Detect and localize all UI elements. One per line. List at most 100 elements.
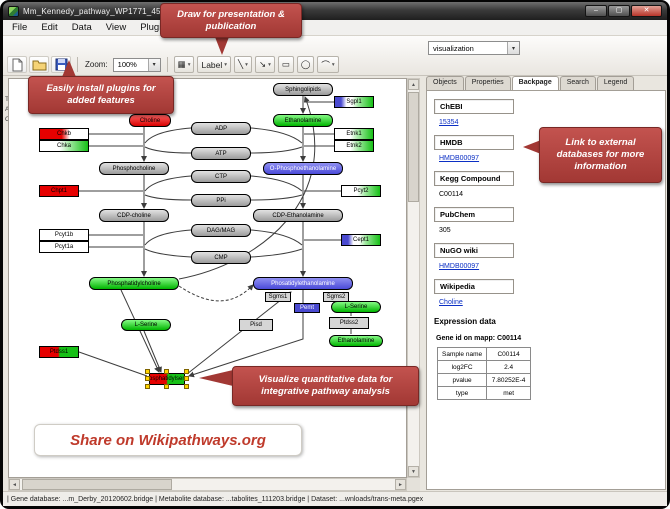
tab-properties[interactable]: Properties [464, 76, 511, 91]
node-ethanolamine-top[interactable]: Ethanolamine [273, 114, 333, 127]
selection-handle[interactable] [164, 384, 169, 389]
toolbar-separator [77, 57, 78, 72]
menu-file[interactable]: File [12, 22, 28, 33]
node-chpt1[interactable]: Chpt1 [39, 185, 79, 197]
section-header: HMDB [434, 135, 514, 150]
section-value[interactable]: HMDB00097 [439, 155, 480, 162]
arc-tool-glyph: ⌒ [321, 59, 330, 70]
node-phosphatidylcholine[interactable]: Phosphatidylcholine [89, 277, 179, 290]
scroll-left-icon[interactable]: ◄ [9, 479, 20, 490]
selection-handle[interactable] [145, 376, 150, 381]
section-value: C00114 [439, 191, 464, 198]
node-pcyt1b[interactable]: Pcyt1b [39, 229, 89, 241]
visualization-combobox[interactable]: visualization ▾ [428, 41, 520, 55]
chevron-down-icon[interactable]: ▾ [147, 58, 160, 71]
selection-handle[interactable] [184, 369, 189, 374]
node-ethanolamine-bottom[interactable]: Ethanolamine [329, 335, 383, 347]
vertical-scrollbar[interactable]: ▲ ▼ [407, 78, 420, 478]
section-value[interactable]: 15354 [439, 119, 459, 126]
zoom-combobox[interactable]: 100% ▾ [112, 57, 161, 72]
callout-draw: Draw for presentation & publication [160, 3, 302, 38]
template-tool-glyph: ▦ [177, 59, 186, 69]
rectangle-tool[interactable]: ▭ [277, 56, 294, 73]
node-cmp[interactable]: CMP [191, 251, 251, 264]
node-etnk2[interactable]: Etnk2 [334, 140, 374, 152]
selection-handle[interactable] [184, 384, 189, 389]
label-tool[interactable]: Label▾ [197, 56, 232, 73]
expression-data-title: Expression data [434, 317, 496, 326]
maximize-button[interactable]: ▢ [608, 5, 630, 17]
chevron-down-icon: ▾ [245, 61, 248, 68]
selection-handle[interactable] [164, 369, 169, 374]
node-dag-mag[interactable]: DAG/MAG [191, 224, 251, 237]
arc-tool[interactable]: ⌒▾ [317, 56, 339, 73]
node-atp[interactable]: ATP [191, 147, 251, 160]
line-tool[interactable]: ╲▾ [234, 56, 252, 73]
node-ctp[interactable]: CTP [191, 170, 251, 183]
scroll-down-icon[interactable]: ▼ [408, 466, 419, 477]
vertical-scroll-thumb[interactable] [408, 92, 419, 202]
new-file-icon [12, 58, 22, 71]
visualization-value: visualization [433, 43, 474, 53]
node-sgms1[interactable]: Sgms1 [265, 292, 291, 302]
tab-legend[interactable]: Legend [596, 76, 635, 91]
title-bar: Mm_Kennedy_pathway_WP1771_45176.gpml – ▢… [3, 2, 667, 20]
arrow-tool[interactable]: ↘▾ [254, 56, 275, 73]
chevron-down-icon: ▾ [187, 61, 191, 68]
section-value[interactable]: Choline [439, 299, 463, 306]
chevron-down-icon: ▾ [224, 61, 228, 68]
node-chka[interactable]: Chka [39, 140, 89, 152]
new-file-button[interactable] [7, 56, 27, 73]
scroll-up-icon[interactable]: ▲ [408, 79, 419, 90]
scroll-right-icon[interactable]: ► [395, 479, 406, 490]
tab-backpage[interactable]: Backpage [511, 76, 559, 91]
menu-view[interactable]: View [105, 22, 127, 33]
template-tool[interactable]: ▦▾ [173, 56, 195, 73]
node-phosphocholine[interactable]: Phosphocholine [99, 162, 169, 175]
node-cdp-choline[interactable]: CDP-choline [99, 209, 169, 222]
ellipse-tool[interactable]: ◯ [296, 56, 315, 73]
selection-handle[interactable] [184, 376, 189, 381]
node-sphingolipids[interactable]: Sphingolipids [273, 83, 333, 96]
node-pemt[interactable]: Pemt [294, 303, 320, 313]
horizontal-scrollbar[interactable]: ◄ ► [8, 478, 407, 491]
node-choline[interactable]: Choline [129, 114, 171, 127]
node-sgpl1[interactable]: Sgpl1 [334, 96, 374, 108]
open-file-button[interactable] [29, 56, 49, 73]
chevron-down-icon[interactable]: ▾ [507, 42, 519, 54]
horizontal-scroll-thumb[interactable] [22, 479, 172, 490]
callout-plugins: Easily install plugins for added feature… [28, 76, 174, 114]
node-phosphatidylethanolamine[interactable]: Phosatidylethanolamine [253, 277, 353, 290]
arrow-tool-glyph: ↘ [258, 59, 267, 69]
node-cept1[interactable]: Cept1 [341, 234, 381, 246]
node-l-serine-right[interactable]: L-Serine [331, 301, 381, 313]
node-pcyt1a[interactable]: Pcyt1a [39, 241, 89, 253]
node-etnk1[interactable]: Etnk1 [334, 128, 374, 140]
node-l-serine-left[interactable]: L-Serine [121, 319, 171, 331]
menu-plugins[interactable]: Plugins [140, 22, 172, 33]
node-ptdss1[interactable]: Ptdss1 [39, 346, 79, 358]
node-cdp-ethanolamine[interactable]: CDP-Ethanolamine [253, 209, 343, 222]
selection-handle[interactable] [145, 369, 150, 374]
node-ppi[interactable]: PPi [191, 194, 251, 207]
callout-draw-pointer [215, 37, 229, 55]
close-button[interactable]: ✕ [631, 5, 662, 17]
node-adp[interactable]: ADP [191, 122, 251, 135]
node-pisd[interactable]: Pisd [239, 319, 273, 331]
section-header: NuGO wiki [434, 243, 514, 258]
node-o-phosphoethanolamine[interactable]: O-Phosphoethanolamine [263, 162, 343, 175]
selection-handle[interactable] [145, 384, 150, 389]
node-ptdss2[interactable]: Ptdss2 [329, 317, 369, 329]
menu-data[interactable]: Data [71, 22, 92, 33]
minimize-button[interactable]: – [585, 5, 607, 17]
tab-search[interactable]: Search [559, 76, 596, 91]
node-pcyt2[interactable]: Pcyt2 [341, 185, 381, 197]
node-chkb[interactable]: Chkb [39, 128, 89, 140]
tab-objects[interactable]: Objects [426, 76, 464, 91]
section-value[interactable]: HMDB00097 [439, 263, 480, 270]
menu-edit[interactable]: Edit [41, 22, 58, 33]
